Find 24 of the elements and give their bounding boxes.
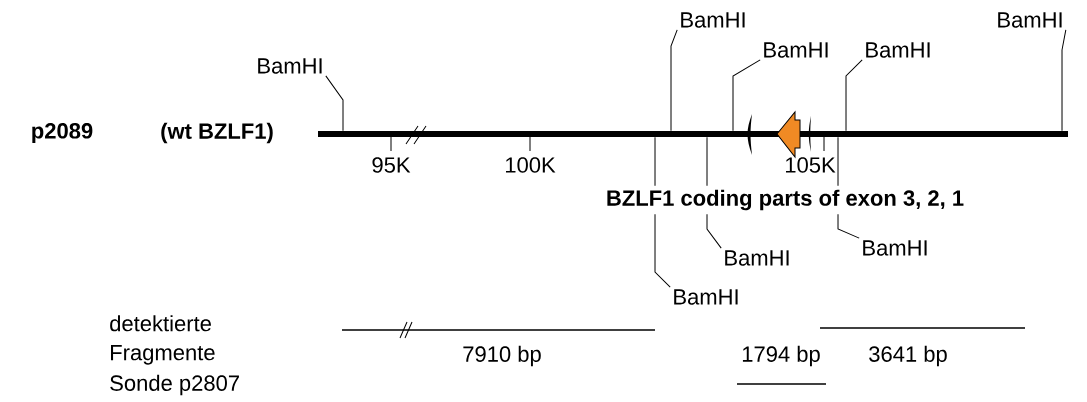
leader-line [325, 75, 344, 132]
site-label: BamHI [998, 12, 1062, 28]
scale-label: 105K [786, 157, 836, 173]
gene-label: BZLF1 coding parts of exon 3, 2, 1 [604, 185, 966, 215]
construct-label: (wt BZLF1) [161, 122, 273, 144]
leader-line [1061, 29, 1067, 132]
row-label: detektierte Fragmente [110, 315, 215, 365]
site-label: BamHI [764, 42, 828, 58]
site-label: BamHI [863, 240, 927, 256]
row-label: Sonde p2807 [110, 374, 239, 396]
fragment-size: 7910 bp [463, 345, 541, 367]
site-label: BamHI [681, 12, 745, 28]
leader-line [670, 29, 678, 132]
fragment-size: 3641 bp [869, 345, 947, 367]
leader-line [732, 59, 761, 132]
fragment-size: 1794 bp [742, 345, 820, 367]
scale-label: 95K [372, 157, 411, 173]
site-label: BamHI [725, 250, 789, 266]
site-label: BamHI [866, 42, 930, 58]
scale-label: 100K [506, 157, 556, 173]
plasmid-label: p2089 [32, 123, 93, 143]
site-label: BamHI [674, 289, 738, 305]
leader-line [845, 59, 863, 132]
site-label: BamHI [258, 58, 322, 74]
